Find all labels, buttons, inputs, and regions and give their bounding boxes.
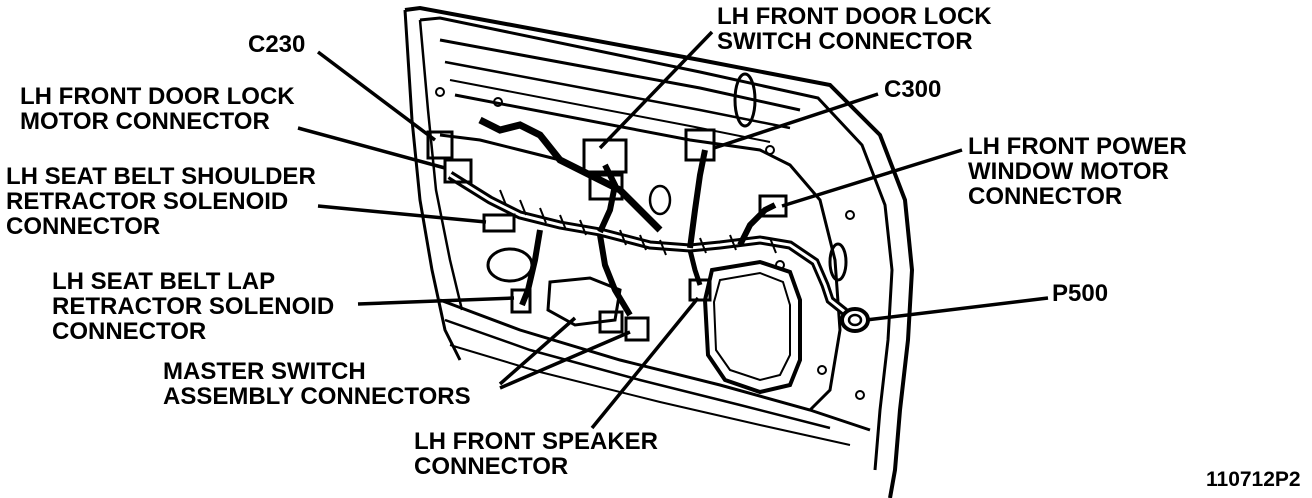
label-master-line2: ASSEMBLY CONNECTORS [163,383,471,410]
leader-master-2 [499,330,631,390]
leader-lock-switch [598,30,714,150]
lap-retractor-connector [510,288,532,314]
inner-panel [454,93,842,412]
leader-speaker [590,296,700,430]
door-frame-inner [419,16,894,471]
label-lock-motor-line2: MOTOR CONNECTOR [20,108,270,135]
lock-switch-connector [582,138,628,174]
speaker-opening-inner [712,271,791,382]
leader-p500 [865,296,1049,322]
fastener-hole [765,145,775,155]
label-shoulder-line2: RETRACTOR SOLENOID [6,188,288,215]
wiring-harness-upper [478,116,663,233]
leader-lock-motor [297,126,446,170]
door-front-edge [403,9,462,361]
wiring-harness-branch-window [737,202,777,247]
access-hole-4 [828,242,848,282]
label-master-line1: MASTER SWITCH [163,358,366,385]
callout-labels: C230 LH FRONT DOOR LOCK SWITCH CONNECTOR… [6,3,1301,491]
label-lap-line1: LH SEAT BELT LAP [52,268,275,295]
lock-switch-connector-2 [588,173,624,201]
fastener-hole [775,260,785,270]
p500-grommet-inner [847,313,863,327]
wiring-harness-main-core [449,173,846,314]
label-speaker-line1: LH FRONT SPEAKER [414,428,658,455]
lock-rod [439,133,561,162]
label-lap-line3: CONNECTOR [52,318,206,345]
label-power-window-line3: CONNECTOR [968,183,1122,210]
label-power-window-line2: WINDOW MOTOR [968,158,1169,185]
access-hole-1 [486,247,534,283]
lower-sill-2 [444,318,831,430]
fastener-hole [817,365,827,375]
fastener-hole [435,87,445,97]
access-hole-3 [733,72,757,128]
label-shoulder-line3: CONNECTOR [6,213,160,240]
wiring-harness-branch-master [597,234,633,317]
label-lock-switch-line1: LH FRONT DOOR LOCK [717,3,992,30]
door-front-edge-inner [418,19,464,311]
leader-c300 [713,92,879,150]
leader-power-window [781,148,963,208]
figure-id: 110712P2 [1206,468,1301,491]
door-frame-outline [404,5,915,498]
label-lock-motor-line1: LH FRONT DOOR LOCK [20,83,295,110]
door-illustration [403,5,915,498]
window-channel [439,38,801,112]
label-power-window-line1: LH FRONT POWER [968,133,1187,160]
fastener-hole [845,210,855,220]
label-lap-line2: RETRACTOR SOLENOID [52,293,334,320]
label-c300: C300 [884,76,941,103]
label-speaker-line2: CONNECTOR [414,453,568,480]
master-switch-connector-1 [598,310,624,334]
door-lock-motor-connector [443,158,473,184]
leader-lap [357,296,515,306]
lower-sill-3 [449,344,851,446]
leader-lines [297,30,1049,430]
label-lock-switch-line2: SWITCH CONNECTOR [717,28,973,55]
leader-master-1 [498,316,577,386]
leader-shoulder [317,204,487,224]
access-hole-2 [648,184,672,216]
lower-sill [439,298,871,432]
label-c230: C230 [248,31,305,58]
c230-connector [426,130,454,160]
master-switch-bracket [546,276,622,327]
p500-grommet [840,307,870,333]
shoulder-retractor-connector [482,213,516,233]
harness-hatching [499,189,777,256]
wiring-harness-branch-lap [519,229,543,307]
master-switch-connector-2 [624,316,650,342]
window-channel-lower [444,60,791,130]
fastener-hole [855,390,865,400]
wiring-harness-branch-c300 [687,149,708,249]
label-shoulder-line1: LH SEAT BELT SHOULDER [6,163,316,190]
leader-c230 [316,50,437,142]
fastener-hole [493,97,503,107]
label-p500: P500 [1052,280,1108,307]
speaker-connector [688,278,712,302]
c300-connector [684,128,716,162]
